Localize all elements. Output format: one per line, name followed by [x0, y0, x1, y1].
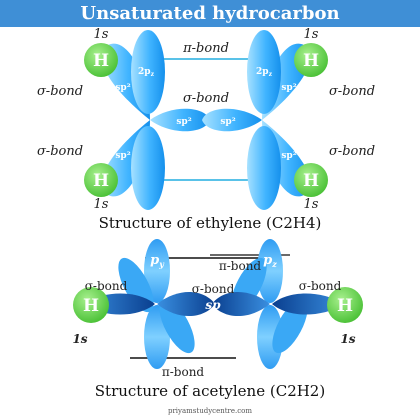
s-orbital-label-tr: 1s — [304, 27, 319, 42]
acetylene-hydrogen-symbol-left: H — [83, 296, 99, 316]
right-p-upper-lobe — [257, 239, 283, 303]
hydrogen-atom-top-left — [84, 43, 118, 77]
ethylene-cc-sigma-label: σ-bond — [183, 91, 229, 106]
s-orbital-label-tl: 1s — [94, 27, 109, 42]
hydrogen-atom-bottom-right — [294, 163, 328, 197]
right-2pz-upper-lobe — [247, 30, 281, 114]
py-label: py — [150, 253, 165, 269]
ethylene-structure: H H H H sp² sp² sp² sp² sp² sp² 2pz 2pz … — [37, 27, 375, 232]
left-p-upper-lobe — [144, 239, 170, 303]
right-carbon-orbitals — [202, 30, 311, 210]
s-orbital-label-bl: 1s — [94, 197, 109, 212]
acetylene-s-orbital-left: 1s — [72, 332, 87, 346]
acetylene-hydrogen-symbol-right: H — [337, 296, 353, 316]
hydrogen-atom-top-right — [294, 43, 328, 77]
page-title: Unsaturated hydrocarbon — [80, 3, 340, 24]
acetylene-pi-label-bottom: π-bond — [162, 365, 205, 379]
hydrogen-atom-bottom-left — [84, 163, 118, 197]
sp-label: sp — [205, 298, 221, 312]
acetylene-structure: H H sp py pz π-bond σ-bond σ-bond σ-bond… — [72, 239, 363, 400]
title-banner — [0, 0, 420, 27]
left-2pz-upper-lobe — [131, 30, 165, 114]
right-sp-cc-lobe — [212, 291, 270, 317]
hydrogen-symbol-tr: H — [303, 51, 319, 71]
ethylene-caption: Structure of ethylene (C2H4) — [99, 214, 322, 232]
acetylene-s-orbital-right: 1s — [340, 332, 355, 346]
left-2pz-lower-lobe — [131, 126, 165, 210]
s-orbital-label-br: 1s — [304, 197, 319, 212]
sigma-label-tl: σ-bond — [37, 84, 83, 99]
ethylene-pi-bond-label: π-bond — [182, 41, 229, 56]
acetylene-hydrogen-left — [73, 287, 109, 323]
acetylene-pi-label-top: π-bond — [219, 259, 262, 273]
sp2-label-br: sp² — [281, 151, 296, 161]
acetylene-caption: Structure of acetylene (C2H2) — [95, 382, 325, 400]
hydrogen-symbol-bl: H — [93, 171, 109, 191]
sp2-label-tr: sp² — [281, 83, 296, 93]
acetylene-hydrogen-right — [327, 287, 363, 323]
sp2-label-tl: sp² — [115, 83, 130, 93]
right-sp-h-lobe — [272, 293, 346, 315]
sigma-label-tr: σ-bond — [329, 84, 375, 99]
left-pz-lower-lobe — [159, 298, 195, 354]
right-2pz-lower-lobe — [247, 126, 281, 210]
acetylene-h-sigma-right: σ-bond — [299, 279, 342, 293]
p-orbital-label-right: 2pz — [256, 67, 273, 78]
acetylene-h-sigma-left: σ-bond — [85, 279, 128, 293]
sp2-label-bl: sp² — [115, 151, 130, 161]
acetylene-cc-sigma-label: σ-bond — [192, 282, 235, 296]
sigma-label-bl: σ-bond — [37, 144, 83, 159]
sigma-label-br: σ-bond — [329, 144, 375, 159]
right-sp2-cc-lobe — [202, 108, 262, 132]
hydrogen-symbol-br: H — [303, 171, 319, 191]
hydrogen-symbol-tl: H — [93, 51, 109, 71]
right-p-lower-lobe — [257, 305, 283, 369]
p-orbital-label-left: 2pz — [138, 67, 155, 78]
left-sp2-cc-lobe — [150, 108, 210, 132]
sp2-label-cc-right: sp² — [220, 117, 235, 127]
website-watermark: priyamstudycentre.com — [168, 407, 252, 415]
left-carbon-orbitals — [101, 30, 210, 210]
pz-label: pz — [263, 253, 277, 269]
sp2-label-cc-left: sp² — [176, 117, 191, 127]
left-sp-cc-lobe — [157, 291, 215, 317]
